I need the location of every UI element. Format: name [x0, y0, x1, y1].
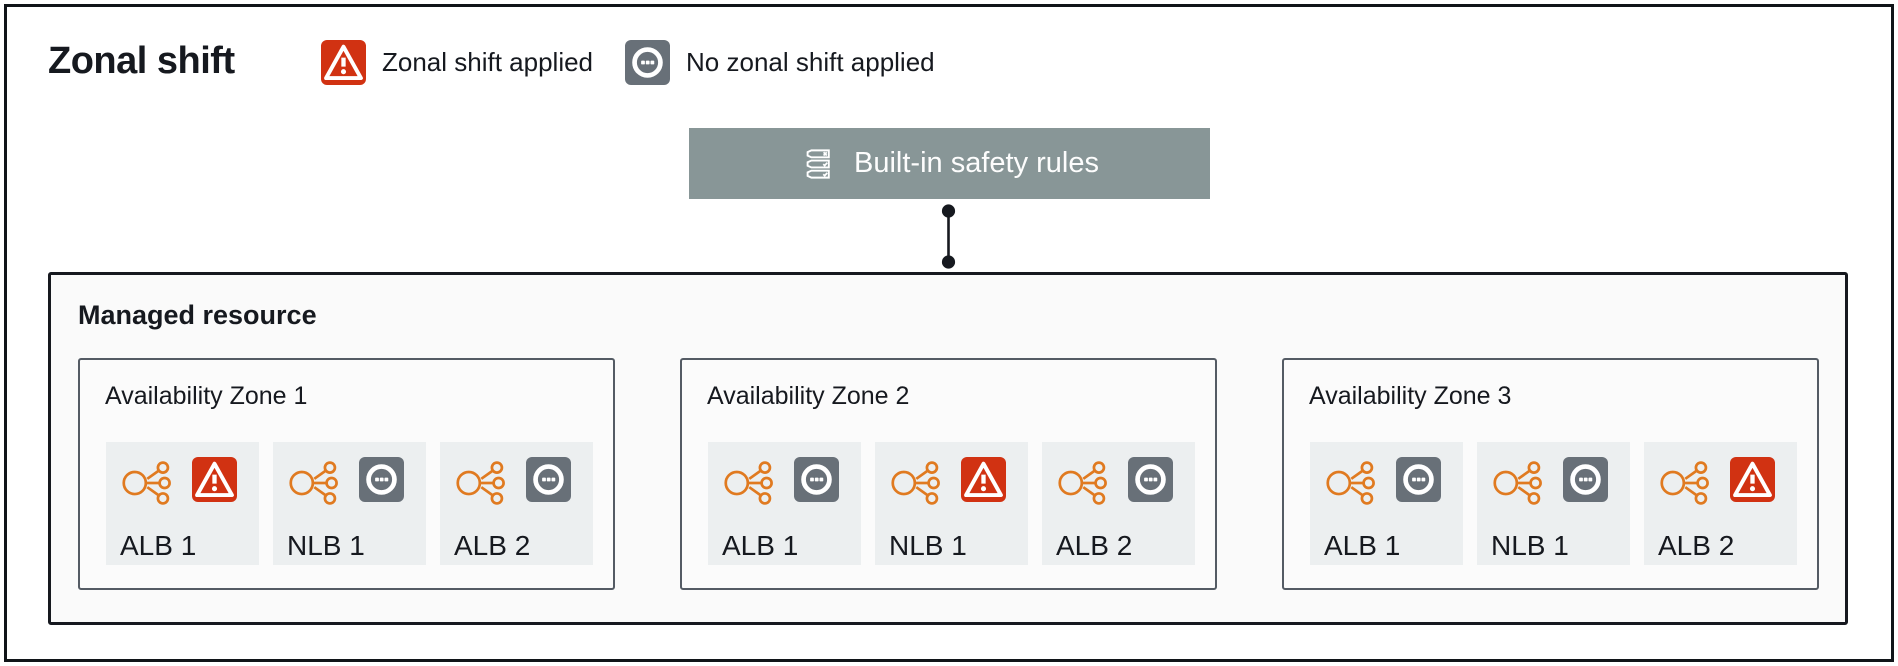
resource-card: ALB 2 — [440, 442, 593, 565]
zonal-shift-applied-icon — [321, 40, 366, 85]
resource-card-row: ALB 1 NLB 1 — [708, 442, 1195, 565]
legend: Zonal shift applied No zonal shift appli… — [321, 40, 935, 85]
connector-line — [940, 203, 957, 271]
legend-label: Zonal shift applied — [382, 47, 594, 77]
no-zonal-shift-icon — [625, 40, 671, 85]
legend-label: No zonal shift applied — [686, 47, 935, 77]
availability-zone-box-2: Availability Zone 2 A — [680, 358, 1217, 590]
resource-name: ALB 1 — [1324, 530, 1401, 561]
load-balancer-icon — [1056, 458, 1111, 508]
availability-zones-row: Availability Zone 1 ALB 1 — [78, 358, 1819, 590]
no-zonal-shift-icon — [359, 457, 404, 502]
load-balancer-icon — [120, 458, 175, 508]
resource-name: NLB 1 — [889, 530, 967, 561]
load-balancer-icon — [1658, 458, 1713, 508]
zonal-shift-applied-icon — [192, 457, 237, 502]
zonal-shift-applied-icon — [961, 457, 1006, 502]
availability-zone-label: Availability Zone 2 — [707, 382, 910, 410]
legend-item-no-zonal-shift: No zonal shift applied — [625, 40, 935, 85]
resource-card: ALB 2 — [1644, 442, 1797, 565]
load-balancer-icon — [722, 458, 777, 508]
no-zonal-shift-icon — [794, 457, 839, 502]
resource-name: ALB 2 — [1658, 530, 1735, 561]
load-balancer-icon — [287, 458, 342, 508]
availability-zone-label: Availability Zone 1 — [105, 382, 308, 410]
resource-name: NLB 1 — [287, 530, 365, 561]
page-title: Zonal shift — [48, 40, 235, 82]
legend-item-zonal-shift-applied: Zonal shift applied — [321, 40, 593, 85]
resource-name: NLB 1 — [1491, 530, 1569, 561]
resource-card: NLB 1 — [273, 442, 426, 565]
managed-resource-label: Managed resource — [78, 300, 317, 330]
no-zonal-shift-icon — [1563, 457, 1608, 502]
resource-card: ALB 1 — [106, 442, 259, 565]
load-balancer-icon — [1324, 458, 1379, 508]
load-balancer-icon — [454, 458, 509, 508]
resource-card-row: ALB 1 NLB 1 — [1310, 442, 1797, 565]
load-balancer-icon — [889, 458, 944, 508]
load-balancer-icon — [1491, 458, 1546, 508]
resource-name: ALB 1 — [722, 530, 799, 561]
resource-card: NLB 1 — [875, 442, 1028, 565]
availability-zone-label: Availability Zone 3 — [1309, 382, 1512, 410]
availability-zone-box-3: Availability Zone 3 A — [1282, 358, 1819, 590]
rules-stack-icon — [800, 145, 838, 183]
resource-name: ALB 1 — [120, 530, 197, 561]
safety-rules-label: Built-in safety rules — [854, 147, 1099, 179]
no-zonal-shift-icon — [1396, 457, 1441, 502]
resource-card: ALB 1 — [708, 442, 861, 565]
no-zonal-shift-icon — [1128, 457, 1173, 502]
resource-card-row: ALB 1 NLB 1 — [106, 442, 593, 565]
resource-name: ALB 2 — [454, 530, 531, 561]
zonal-shift-applied-icon — [1730, 457, 1775, 502]
resource-name: ALB 2 — [1056, 530, 1133, 561]
resource-card: ALB 1 — [1310, 442, 1463, 565]
availability-zone-box-1: Availability Zone 1 ALB 1 — [78, 358, 615, 590]
built-in-safety-rules-banner: Built-in safety rules — [689, 128, 1210, 199]
no-zonal-shift-icon — [526, 457, 571, 502]
resource-card: NLB 1 — [1477, 442, 1630, 565]
resource-card: ALB 2 — [1042, 442, 1195, 565]
